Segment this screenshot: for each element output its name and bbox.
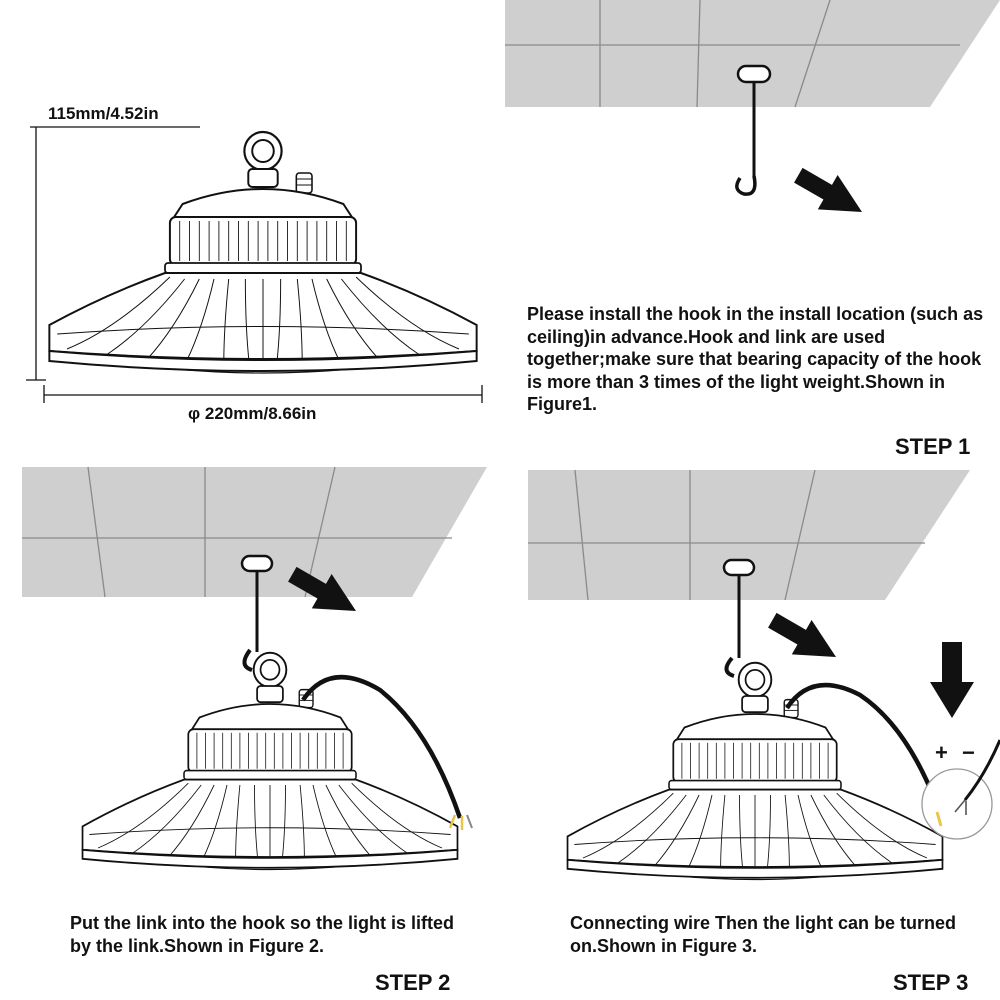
ceiling-icon: [505, 0, 1000, 107]
wire-closeup-icon: [921, 739, 1000, 840]
ufo-light-icon: [48, 130, 478, 375]
hook-icon: [722, 558, 756, 658]
ufo-light-icon: [81, 651, 459, 871]
height-dimension-label: 115mm/4.52in: [48, 104, 159, 123]
step2-label: STEP 2: [375, 970, 451, 995]
step2-figure: [22, 466, 487, 871]
arrow-icon: [794, 167, 862, 212]
arrow-icon: [288, 566, 356, 611]
arrow-icon: [930, 642, 974, 718]
polarity-plus-label: +: [935, 740, 948, 765]
ufo-light-icon: [566, 661, 944, 881]
step2-description: Put the link into the hook so the light …: [70, 913, 454, 956]
power-cable-icon: [785, 682, 938, 801]
hook-icon: [240, 554, 274, 652]
dimension-figure: [26, 126, 483, 403]
ceiling-icon: [528, 470, 970, 600]
ceiling-icon: [22, 467, 487, 597]
arrow-icon: [768, 612, 836, 657]
power-cable-icon: [301, 674, 463, 819]
polarity-minus-label: −: [962, 740, 975, 765]
step1-label: STEP 1: [895, 434, 971, 459]
step1-figure: [505, 0, 1000, 212]
step3-description: Connecting wire Then the light can be tu…: [570, 913, 957, 956]
step3-figure: [528, 469, 1000, 881]
hook-icon: [735, 64, 772, 196]
diameter-dimension-label: φ 220mm/8.66in: [188, 404, 317, 423]
step1-description: Please install the hook in the install l…: [527, 304, 984, 414]
step3-label: STEP 3: [893, 970, 969, 995]
